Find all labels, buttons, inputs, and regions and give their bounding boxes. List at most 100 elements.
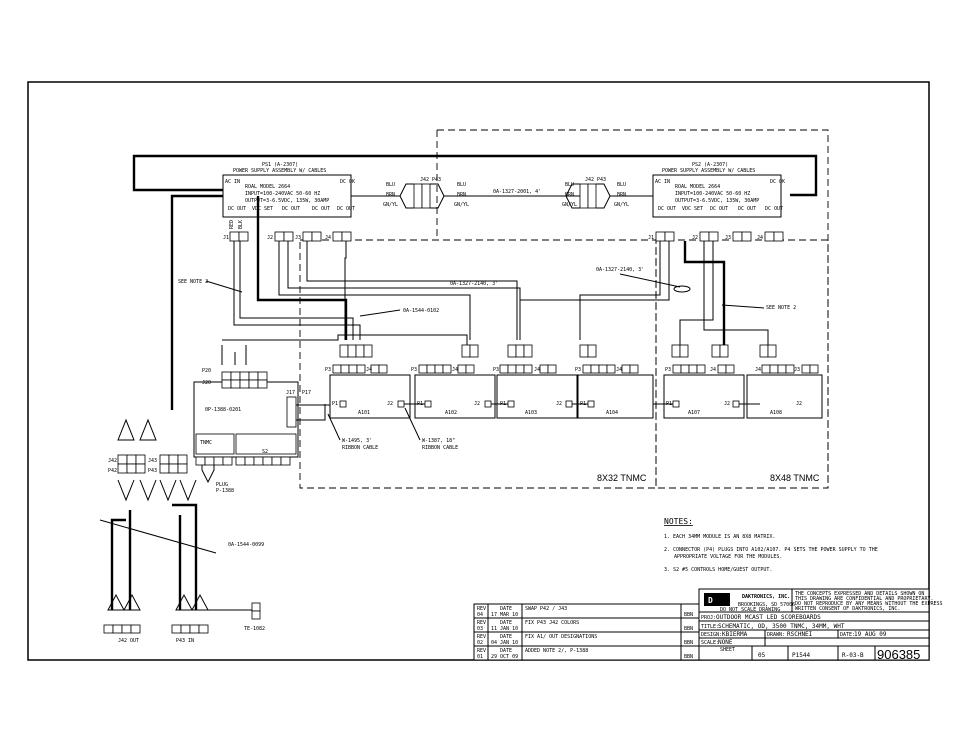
ribbon-label-2: W-1387, 18" [422,438,455,444]
svg-text:WRITTEN CONSENT OF DAKTRONICS,: WRITTEN CONSENT OF DAKTRONICS, INC. [795,606,900,612]
svg-text:P1: P1 [332,401,338,407]
svg-text:0A-1327-2001, 4': 0A-1327-2001, 4' [493,189,541,195]
svg-text:RSCHNEI: RSCHNEI [787,631,813,638]
svg-text:BLU: BLU [386,182,395,188]
svg-text:BLU: BLU [457,182,466,188]
svg-text:05: 05 [758,652,766,659]
svg-text:J3: J3 [794,367,800,373]
svg-text:J4: J4 [710,367,716,373]
svg-text:RIBBON CABLE: RIBBON CABLE [342,445,378,451]
svg-text:ADDED NOTE 2/, P-1388: ADDED NOTE 2/, P-1388 [525,648,588,654]
svg-text:04 JAN 10: 04 JAN 10 [491,640,518,646]
svg-text:ROAL MODEL 2664: ROAL MODEL 2664 [675,184,720,190]
svg-text:J4: J4 [452,367,458,373]
svg-text:J4: J4 [616,367,622,373]
plug-p1388: PLUG P-1388 [201,465,234,494]
svg-text:A101: A101 [358,410,370,416]
svg-text:P20: P20 [202,368,211,374]
svg-text:J4: J4 [534,367,540,373]
svg-text:SHEET: SHEET [720,647,735,653]
svg-text:J42 OUT: J42 OUT [118,638,139,644]
svg-text:DAKTRONICS, INC.: DAKTRONICS, INC. [742,594,790,600]
svg-text:BRN: BRN [565,192,574,198]
daktronics-logo [704,593,730,606]
svg-text:1. EACH 34MM MODULE IS AN 8X8: 1. EACH 34MM MODULE IS AN 8X8 MATRIX. [664,534,775,540]
svg-text:A107: A107 [688,410,700,416]
svg-text:J17: J17 [286,390,295,396]
svg-text:BLU: BLU [617,182,626,188]
power-supply-ps1: PS1 (A-2307) POWER SUPPLY ASSEMBLY W/ CA… [222,162,355,218]
svg-text:KBIERMA: KBIERMA [722,631,748,638]
svg-text:J43: J43 [148,458,157,464]
svg-text:VDC SET: VDC SET [682,206,703,212]
svg-text:REV: REV [477,634,486,640]
svg-text:DC OUT: DC OUT [228,206,246,212]
ac-link-connector-left: J42 P43 BLU BRN GN/YL BLU BRN GN/YL 0A-1… [351,177,580,209]
svg-text:PS2 (A-2307): PS2 (A-2307) [692,162,728,168]
svg-text:DC OUT: DC OUT [658,206,676,212]
power-supply-ps2: PS2 (A-2307) POWER SUPPLY ASSEMBLY W/ CA… [652,162,785,218]
svg-text:PS1 (A-2307): PS1 (A-2307) [262,162,298,168]
region-8x48-box [655,239,829,489]
svg-text:BLK: BLK [238,220,244,229]
svg-text:17 MAR 10: 17 MAR 10 [491,612,518,618]
svg-text:DRAWN:: DRAWN: [767,632,785,638]
svg-text:P1544: P1544 [792,652,810,659]
svg-text:THE CONCEPTS EXPRESSED AND DET: THE CONCEPTS EXPRESSED AND DETAILS SHOWN… [795,591,924,597]
see-note-left: SEE NOTE 2 [178,279,208,285]
svg-text:29 OCT 09: 29 OCT 09 [491,654,518,660]
svg-text:THIS DRAWING ARE CONFIDENTIAL: THIS DRAWING ARE CONFIDENTIAL AND PROPRI… [795,596,933,602]
power-loop-wire [132,154,818,197]
svg-text:APPROPRIATE VOLTAGE FOR THE MO: APPROPRIATE VOLTAGE FOR THE MODULES. [674,554,782,560]
svg-text:NONE: NONE [718,639,733,646]
svg-text:RED: RED [229,220,235,229]
svg-text:P43: P43 [148,468,157,474]
svg-text:J20: J20 [202,380,211,386]
svg-text:DATE: DATE [500,620,512,626]
svg-text:P42: P42 [108,468,117,474]
svg-text:J2: J2 [796,401,802,407]
left-ac-connectors: J42 P42 J43 P43 [108,418,197,502]
svg-text:DO NOT SCALE DRAWING: DO NOT SCALE DRAWING [720,607,780,613]
svg-text:DATE: DATE [500,606,512,612]
svg-text:DATE: DATE [500,634,512,640]
svg-text:J42 P43: J42 P43 [585,177,606,183]
svg-text:2. CONNECTOR (P4) PLUGS INTO A: 2. CONNECTOR (P4) PLUGS INTO A102/A107. … [664,547,878,553]
cable-label-2140a: 0A-1327-2140, 3' [450,281,498,287]
region-8x48-label: 8X48 TNMC [770,473,820,483]
svg-text:J2: J2 [267,235,273,241]
svg-text:TNMC: TNMC [200,440,212,446]
svg-text:GN/YL: GN/YL [454,202,469,208]
svg-text:J2: J2 [474,401,480,407]
svg-text:PROJ:: PROJ: [701,615,716,621]
svg-text:REV: REV [477,606,486,612]
svg-text:VDC SET: VDC SET [252,206,273,212]
svg-text:GN/YL: GN/YL [562,202,577,208]
svg-text:J1: J1 [223,235,229,241]
svg-text:J42: J42 [108,458,117,464]
svg-text:BBN: BBN [684,640,693,646]
svg-text:DESIGN:: DESIGN: [701,632,722,638]
svg-text:BBN: BBN [684,654,693,660]
svg-text:P3: P3 [575,367,581,373]
svg-text:OUTPUT=3-6.5VDC, 135W, 30AMP: OUTPUT=3-6.5VDC, 135W, 30AMP [675,198,759,204]
svg-text:P3: P3 [493,367,499,373]
svg-text:A103: A103 [525,410,537,416]
svg-text:S2: S2 [262,449,268,455]
svg-text:DC OUT: DC OUT [765,206,783,212]
svg-text:P43 IN: P43 IN [176,638,194,644]
svg-text:DATE: DATE [500,648,512,654]
svg-text:REV: REV [477,620,486,626]
svg-text:J2: J2 [556,401,562,407]
svg-text:J3: J3 [725,235,731,241]
controller-board: P20 J20 0P-1388-0201 TNMC S2 J17 P17 [193,368,311,466]
cable-label-2140b: 0A-1327-2140, 3' [596,267,644,273]
svg-text:BBN: BBN [684,626,693,632]
svg-text:J3: J3 [295,235,301,241]
svg-text:SCHEMATIC, OD, 3500 TNMC, 34MM: SCHEMATIC, OD, 3500 TNMC, 34MM, WHT [718,623,845,630]
